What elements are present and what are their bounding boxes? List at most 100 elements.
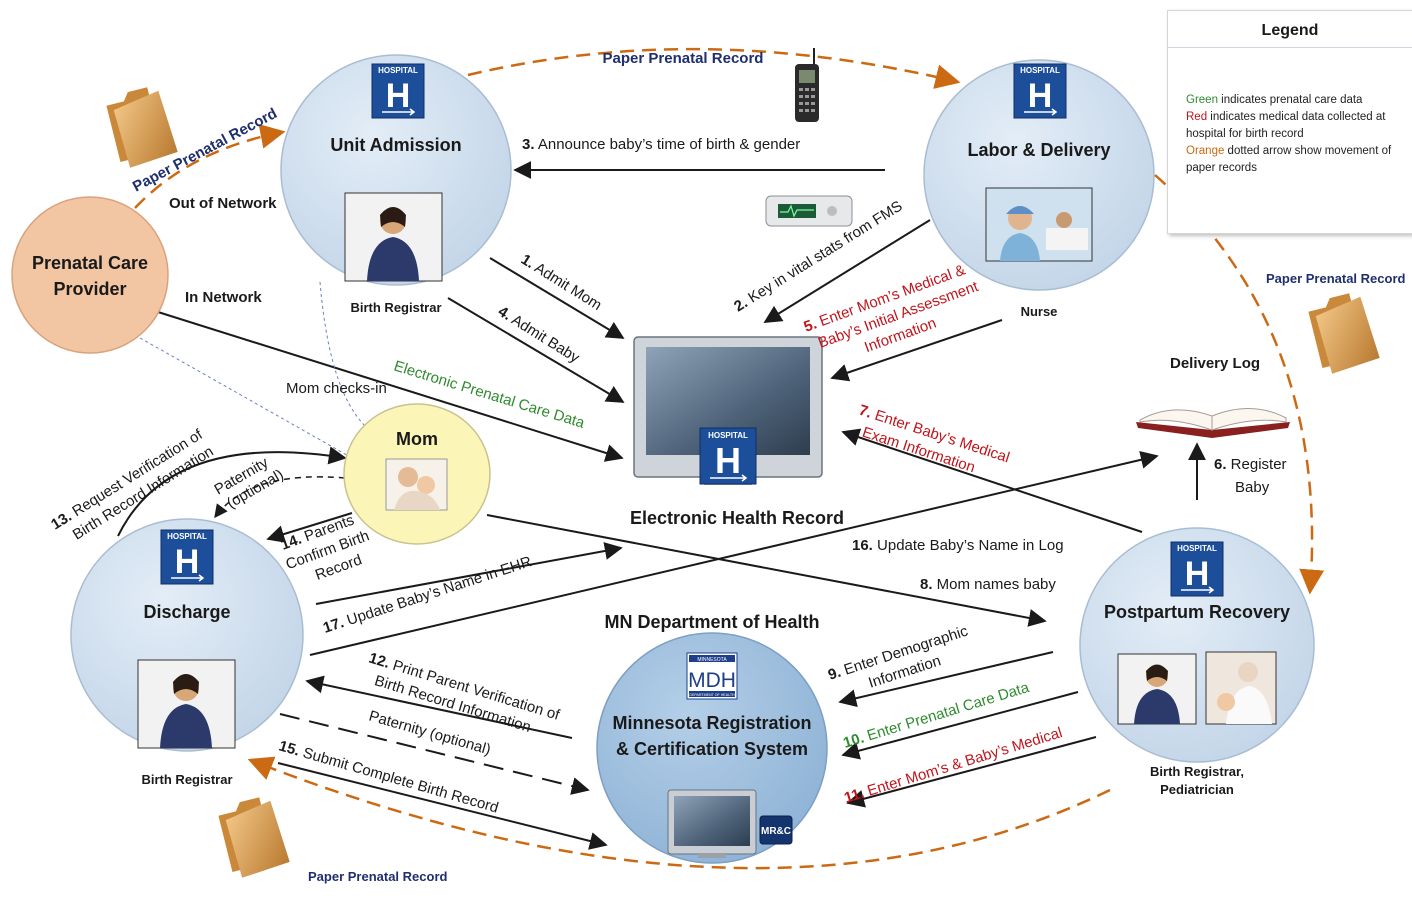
arrow-16 <box>309 450 1159 656</box>
discharge-title: Discharge <box>143 602 230 622</box>
arrow-paternity <box>279 713 590 795</box>
person-photo-icon <box>344 192 443 282</box>
svg-text:6. Register: 6. Register <box>1214 456 1287 473</box>
svg-text:MR&C: MR&C <box>761 826 791 837</box>
svg-text:HOSPITAL: HOSPITAL <box>1177 544 1217 553</box>
svg-text:H: H <box>715 440 741 481</box>
svg-text:13. Request Verification of: 13. Request Verification of <box>48 426 206 534</box>
svg-text:H: H <box>1185 555 1210 593</box>
label-in-network: In Network <box>185 289 262 306</box>
person-photo-icon <box>137 659 236 749</box>
arrow-4 <box>447 297 625 403</box>
mdh-logo-icon: MINNESOTA MDH DEPARTMENT OF HEALTH <box>686 652 738 700</box>
svg-text:Baby: Baby <box>1235 479 1270 496</box>
arrow-1 <box>489 257 625 339</box>
legend-red: Red indicates medical data collected at … <box>1186 111 1386 140</box>
label-paternity-a: Paternity (optional) <box>212 454 287 512</box>
person-photo-icon <box>385 458 448 511</box>
person-photo-icon <box>985 187 1093 262</box>
svg-text:H: H <box>175 543 200 581</box>
delivery-log-title: Delivery Log <box>1170 355 1260 372</box>
svg-text:H: H <box>386 77 411 115</box>
svg-text:H: H <box>1028 77 1053 115</box>
labor-delivery-title: Labor & Delivery <box>967 140 1110 160</box>
discharge-caption: Birth Registrar <box>141 772 232 787</box>
label-step-9: 9. Enter Demographic Information <box>826 622 970 691</box>
prenatal-care-provider-node: Prenatal Care Provider <box>11 196 169 354</box>
svg-text:HOSPITAL: HOSPITAL <box>708 431 748 440</box>
mrc-title-2: & Certification System <box>616 739 808 759</box>
legend-orange: Orange dotted arrow show movement of pap… <box>1186 145 1392 174</box>
svg-text:HOSPITAL: HOSPITAL <box>167 532 207 541</box>
mrc-title-1: Minnesota Registration <box>612 713 811 733</box>
folder-icon <box>218 797 290 878</box>
ehr-node: HOSPITAL H Electronic Health Record <box>630 336 844 528</box>
person-photo-icon <box>1205 651 1277 725</box>
mrc-logo-icon: MR&C <box>759 815 793 845</box>
arrow-7 <box>841 428 1143 533</box>
arrow-9 <box>838 651 1054 708</box>
arrow-13 <box>117 446 347 537</box>
label-paper-top: Paper Prenatal Record <box>603 50 764 67</box>
label-out-of-network: Out of Network <box>169 195 277 212</box>
fetal-monitor-icon <box>765 195 853 227</box>
legend-green: Green indicates prenatal care data <box>1186 94 1363 106</box>
hospital-sign-icon: HOSPITAL H <box>371 63 425 119</box>
ehr-title: Electronic Health Record <box>630 508 844 528</box>
arrow-paternity-a <box>214 476 346 519</box>
mom-checks-in-lines <box>139 281 373 459</box>
prenatal-care-provider-title-1: Prenatal Care <box>32 253 148 273</box>
folder-icon <box>106 87 178 168</box>
hospital-sign-icon: HOSPITAL H <box>1013 63 1067 119</box>
arrow-10 <box>841 691 1079 760</box>
svg-text:DEPARTMENT OF HEALTH: DEPARTMENT OF HEALTH <box>689 693 735 697</box>
arrow-14 <box>266 512 353 543</box>
arrow-2 <box>763 219 931 323</box>
folder-icon <box>1308 293 1380 374</box>
arrow-17 <box>315 542 623 605</box>
unit-admission-node: HOSPITAL H Unit Admission Birth Registra… <box>280 54 512 315</box>
prenatal-care-provider-title-2: Provider <box>53 279 126 299</box>
mom-title: Mom <box>396 429 438 449</box>
label-step-16: 16. Update Baby’s Name in Log <box>852 537 1064 554</box>
label-step-8: 8. Mom names baby <box>920 576 1056 593</box>
labor-delivery-caption: Nurse <box>1021 304 1058 319</box>
postpartum-recovery-node: HOSPITAL H Postpartum Recovery Birth Reg… <box>1079 527 1315 797</box>
monitor-icon: HOSPITAL H <box>633 336 823 485</box>
book-icon <box>1136 407 1290 438</box>
delivery-log-node: Delivery Log <box>1136 355 1290 438</box>
mom-node: Mom <box>343 403 491 545</box>
cell-phone-icon <box>795 48 819 122</box>
svg-text:MDH: MDH <box>688 669 736 692</box>
label-step-7: 7. Enter Baby’s Medical Exam Information <box>857 402 1012 477</box>
hospital-sign-icon: HOSPITAL H <box>1170 541 1224 597</box>
data-flow-arrows <box>117 161 1206 850</box>
label-step-6: 6. Register Baby <box>1214 456 1287 496</box>
unit-admission-title: Unit Admission <box>330 135 461 155</box>
postpartum-caption-2: Pediatrician <box>1160 782 1234 797</box>
postpartum-title: Postpartum Recovery <box>1104 602 1290 622</box>
arrow-8 <box>486 514 1047 627</box>
paper-flow-bottom <box>247 756 1111 870</box>
postpartum-caption-1: Birth Registrar, <box>1150 764 1244 779</box>
legend: Legend Green indicates prenatal care dat… <box>1167 10 1412 234</box>
legend-title: Legend <box>1168 11 1412 48</box>
svg-text:MINNESOTA: MINNESOTA <box>697 657 727 663</box>
arrow-5 <box>830 319 1003 382</box>
mdh-header: MN Department of Health <box>604 612 819 632</box>
arrow-12 <box>305 675 573 739</box>
paper-flow-right <box>1154 174 1325 595</box>
hospital-sign-icon: HOSPITAL H <box>160 529 214 585</box>
mrc-node: MN Department of Health MINNESOTA MDH DE… <box>596 612 828 864</box>
label-step-3: 3. Announce baby’s time of birth & gende… <box>522 136 800 153</box>
labor-delivery-node: HOSPITAL H Labor & Delivery Nurse <box>923 59 1155 319</box>
discharge-node: HOSPITAL H Discharge Birth Registrar <box>70 518 304 787</box>
person-photo-icon <box>1117 653 1197 725</box>
label-mom-checks-in: Mom checks-in <box>286 380 387 397</box>
paper-flow-top <box>467 47 961 89</box>
arrow-11 <box>846 736 1097 808</box>
legend-body: Green indicates prenatal care data Red i… <box>1168 48 1412 177</box>
label-paper-bottom: Paper Prenatal Record <box>308 869 448 884</box>
unit-admission-caption: Birth Registrar <box>350 300 441 315</box>
